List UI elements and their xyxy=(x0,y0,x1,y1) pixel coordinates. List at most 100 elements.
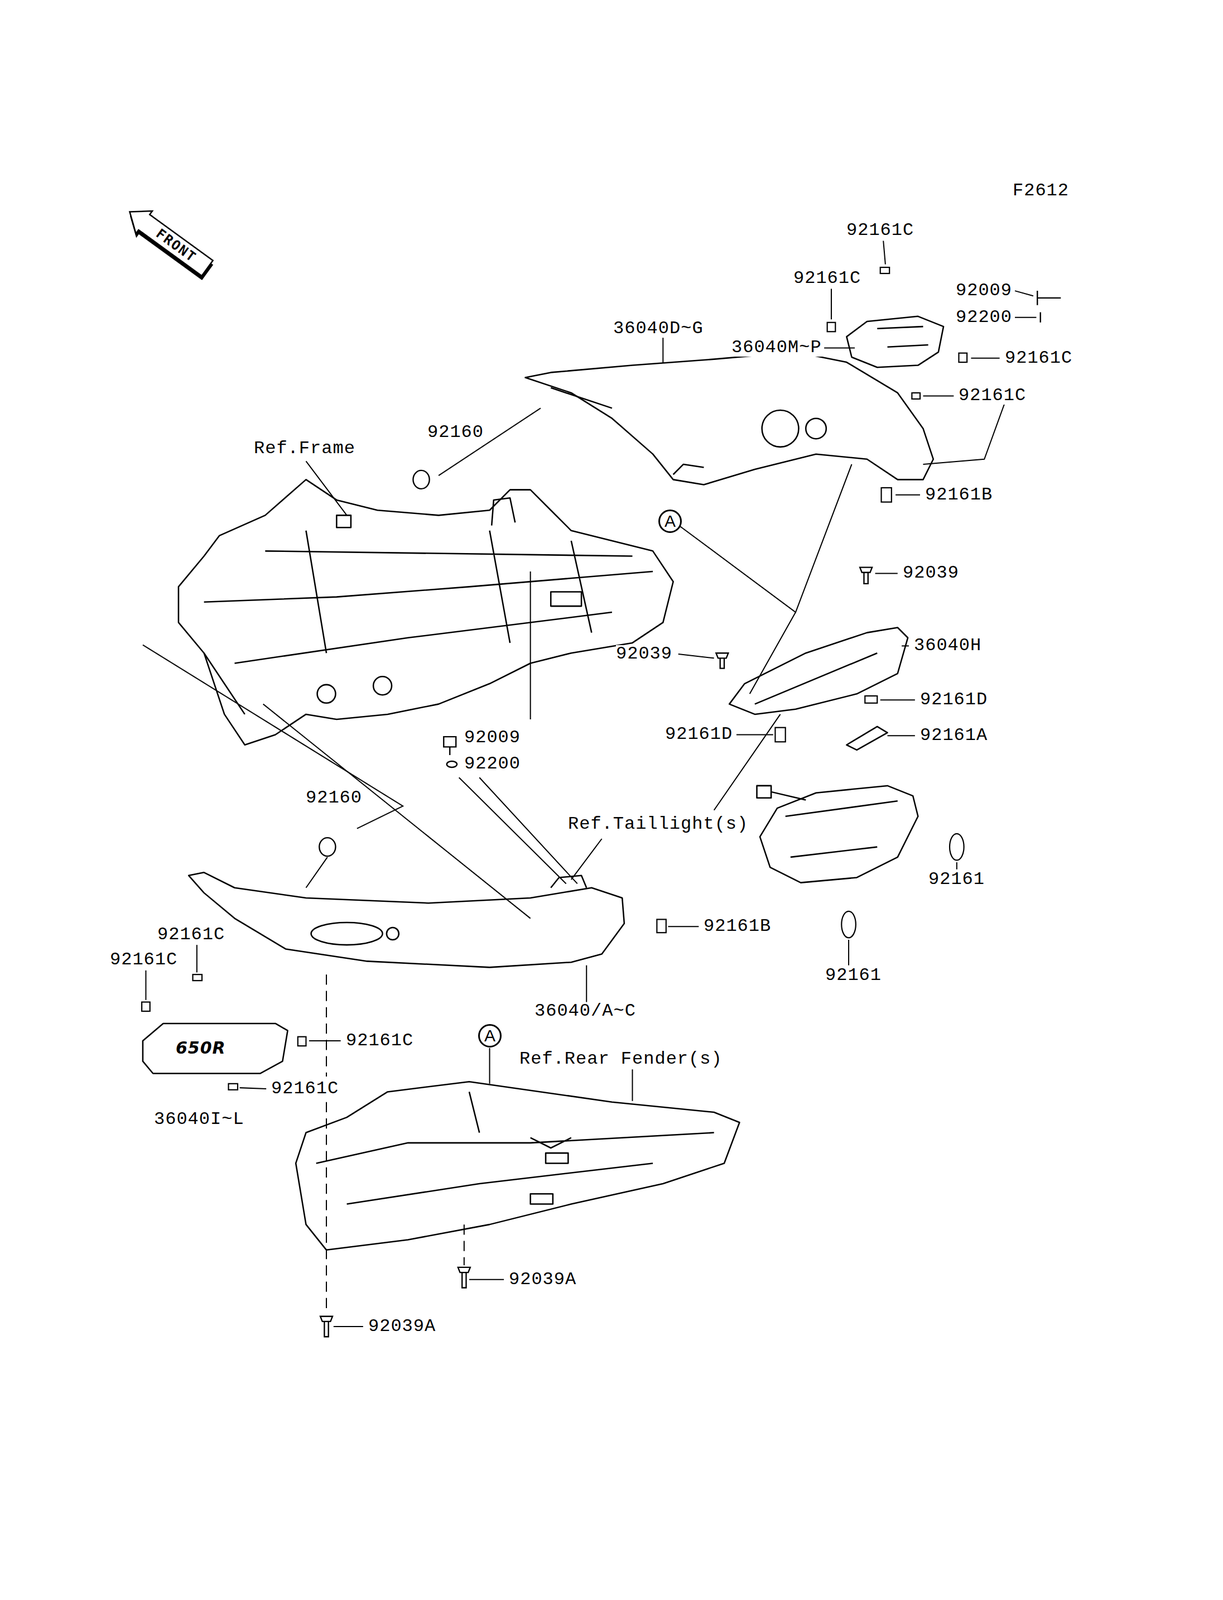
emblem-cover-part xyxy=(142,1023,288,1074)
callout-number: 92039 xyxy=(615,644,673,663)
rear-cowl-piece-part xyxy=(754,652,878,704)
leader-lines-part xyxy=(305,856,327,888)
leader-lines-part xyxy=(662,337,664,364)
upper-side-cover-part xyxy=(805,418,827,440)
callout-number: 36040/A~C xyxy=(534,1002,637,1020)
leader-lines-part xyxy=(309,1039,341,1042)
leader-lines-part xyxy=(970,357,1000,359)
tail-cover-piece xyxy=(846,316,944,368)
rear-fender-part xyxy=(295,1081,740,1250)
callout-number: 92039A xyxy=(508,1270,577,1289)
small-parts-part xyxy=(958,353,967,363)
callout-number: 92200 xyxy=(464,754,521,773)
frame-illustration-part xyxy=(550,591,582,606)
leader-lines-part xyxy=(142,644,403,829)
leader-lines-part xyxy=(923,402,1005,465)
callout-number: 92161D xyxy=(665,725,733,744)
leader-lines-part xyxy=(956,862,958,870)
leader-lines-part xyxy=(736,733,774,735)
rear-fender xyxy=(295,1081,740,1250)
small-parts-part xyxy=(774,727,786,743)
leader-lines-part xyxy=(875,573,898,575)
small-parts-part xyxy=(141,1002,151,1011)
callout-number: 92039 xyxy=(902,564,960,582)
frame-illustration-part xyxy=(178,479,674,745)
rear-fender-part xyxy=(530,1193,553,1204)
fasteners-part xyxy=(859,567,873,584)
fasteners-part xyxy=(320,1316,333,1337)
leader-lines-part xyxy=(667,925,699,927)
lower-side-cover-part xyxy=(188,872,625,967)
leader-lines-part xyxy=(830,288,832,320)
upper-side-cover-part xyxy=(525,352,934,485)
frame-illustration-part xyxy=(204,530,653,715)
fasteners-part xyxy=(1037,290,1061,306)
fasteners-part xyxy=(446,761,457,768)
front-arrow: FRONT xyxy=(119,198,218,281)
rear-cowl-piece-part xyxy=(846,726,888,750)
callout-number: Ref.Taillight(s) xyxy=(567,815,749,834)
callout-number: 92161C xyxy=(793,269,861,288)
fasteners-part xyxy=(1039,312,1042,323)
rear-cowl-piece xyxy=(729,627,908,750)
leader-lines-part xyxy=(901,644,909,647)
tail-cover-piece-part xyxy=(877,326,928,348)
callout-number: 92161C xyxy=(157,925,225,944)
leader-lines-part xyxy=(326,974,465,1314)
taillight-part xyxy=(757,785,772,798)
upper-side-cover-part xyxy=(550,387,704,475)
small-parts-part xyxy=(228,1083,238,1090)
fasteners-part xyxy=(412,470,430,489)
callout-number: 92161C xyxy=(345,1031,414,1050)
callout-number: 36040H xyxy=(913,636,982,655)
leader-lines-part xyxy=(887,734,916,736)
callout-number: 92009 xyxy=(464,728,521,747)
small-parts-part xyxy=(949,833,965,861)
reference-circle: A xyxy=(658,509,682,533)
callout-number: 92161 xyxy=(928,870,985,889)
reference-circle: A xyxy=(478,1023,502,1048)
small-parts-part xyxy=(880,267,890,274)
leader-lines-part xyxy=(631,1069,633,1101)
upper-side-cover-part xyxy=(762,410,799,447)
callout-number: 92161C xyxy=(271,1079,339,1098)
leader-lines-part xyxy=(263,704,531,919)
taillight-part xyxy=(785,800,898,857)
model-emblem: 650R xyxy=(175,1039,226,1057)
leader-lines-part xyxy=(333,1325,364,1327)
callout-number: 92161D xyxy=(920,690,988,709)
callout-number: 92161 xyxy=(825,966,882,985)
leader-lines-part xyxy=(678,653,715,658)
leader-lines-part xyxy=(883,241,886,265)
reference-letter: A xyxy=(484,1027,496,1044)
callout-number: 36040M~P xyxy=(731,338,822,357)
leader-lines-part xyxy=(571,838,603,880)
leader-lines-part xyxy=(824,347,855,349)
leader-lines-part xyxy=(749,612,796,694)
callout-number: Ref.Frame xyxy=(253,439,356,458)
callout-number: 92161B xyxy=(703,917,772,936)
taillight-part xyxy=(771,791,806,801)
fasteners-part xyxy=(458,1267,471,1288)
lower-side-cover xyxy=(188,872,625,967)
small-parts-part xyxy=(841,911,856,938)
leader-lines-part xyxy=(530,571,532,720)
callout-number: 92200 xyxy=(955,308,1013,327)
callout-number: 92009 xyxy=(955,281,1013,300)
leader-lines-part xyxy=(585,965,587,1003)
fasteners-part xyxy=(443,736,456,755)
lower-side-cover-part xyxy=(386,927,399,940)
small-parts xyxy=(141,267,967,1090)
leader-lines-part xyxy=(489,1047,491,1084)
fasteners-part xyxy=(715,652,729,668)
fasteners-part xyxy=(319,837,336,856)
small-parts-part xyxy=(881,487,892,503)
callout-number: 92160 xyxy=(427,423,484,442)
leader-lines-part xyxy=(880,699,916,701)
callout-number: 92161C xyxy=(1004,349,1073,368)
small-parts-part xyxy=(827,322,836,332)
leader-lines-part xyxy=(196,944,198,972)
frame-illustration xyxy=(178,479,674,745)
leader-lines-part xyxy=(239,1087,267,1089)
